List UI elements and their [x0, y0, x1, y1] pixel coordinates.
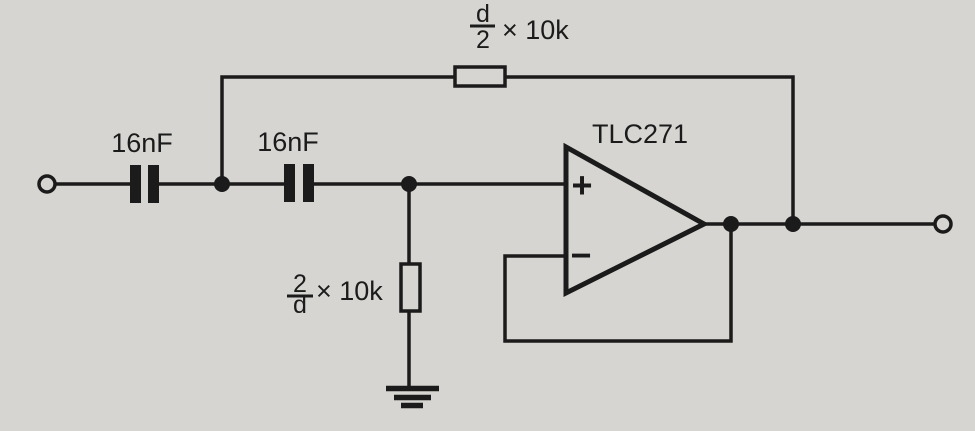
shunt-resistor: 2 d × 10k [287, 262, 422, 319]
ground-symbol [386, 385, 439, 409]
input-terminal [37, 174, 57, 194]
capacitor-2-plate-left [284, 164, 295, 202]
capacitor-2-label: 16nF [257, 127, 319, 157]
feedback-resistor-numerator: d [476, 0, 490, 28]
shunt-resistor-body [399, 262, 422, 313]
junction-dot-output-outer [785, 216, 801, 232]
capacitor-2: 16nF [257, 127, 319, 202]
opamp-inverting-input-sign: − [570, 235, 591, 276]
junction-dot-feedback-tap [214, 176, 230, 192]
wires [55, 75, 935, 389]
feedback-resistor: d 2 × 10k [453, 0, 569, 88]
opamp-label: TLC271 [592, 119, 688, 149]
junction-dot-shunt-tap [401, 176, 417, 192]
junction-dot-output-inner [723, 216, 739, 232]
capacitor-1-plate-left [130, 165, 141, 203]
wire-minus-feedback-loop [503, 224, 733, 343]
opamp-triangle [563, 142, 710, 298]
feedback-resistor-body [453, 65, 507, 88]
shunt-resistor-denominator: d [293, 291, 307, 319]
capacitor-2-plate-right [303, 164, 314, 202]
wire-feedback-top-left [220, 75, 455, 184]
opamp-noninverting-input-sign: + [571, 165, 592, 206]
wire-feedback-top-right [505, 75, 795, 224]
capacitor-1-label: 16nF [111, 128, 173, 158]
capacitor-1-plate-right [148, 165, 159, 203]
feedback-resistor-denominator: 2 [476, 26, 490, 54]
shunt-resistor-numerator: 2 [293, 270, 307, 298]
capacitor-1: 16nF [111, 128, 173, 203]
output-terminal [933, 214, 953, 234]
shunt-resistor-multiplier: × 10k [316, 276, 383, 306]
feedback-resistor-multiplier: × 10k [502, 15, 569, 45]
opamp: TLC271 + − [563, 119, 710, 298]
junction-dots [214, 176, 801, 232]
